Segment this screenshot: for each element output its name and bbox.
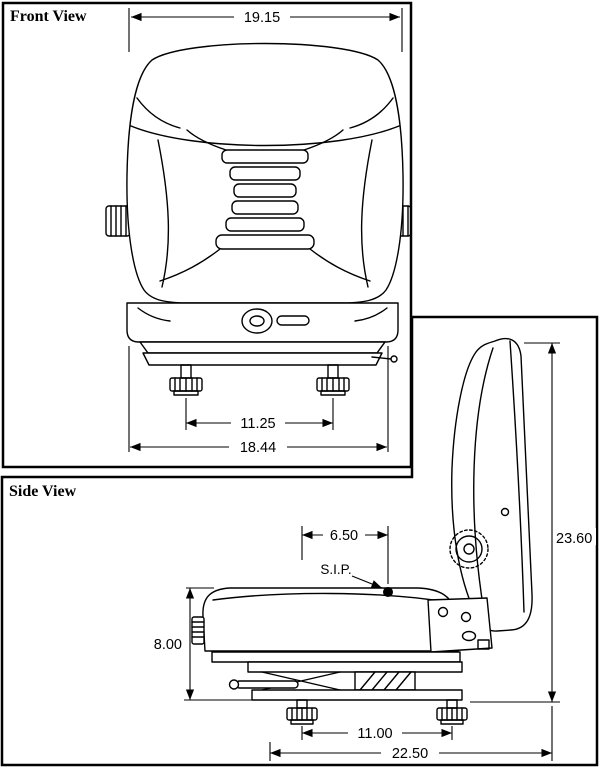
dimension-overall-height: 23.60 [470, 342, 596, 703]
side-view-dimensions: 6.50 23.60 8.00 11.00 [146, 342, 596, 762]
dimension-base-width-label: 18.44 [240, 440, 276, 456]
mount-foot-right [316, 364, 350, 396]
adjust-knob-and-slot [241, 308, 310, 334]
dimension-overall-height-label: 23.60 [556, 531, 592, 547]
headrest-corner-seam-left [136, 97, 181, 129]
side-view-title: Side View [9, 483, 77, 500]
cushion-seam-left [137, 307, 171, 322]
dimension-sip-setback-label: 6.50 [330, 528, 358, 544]
dimension-mount-spacing-front: 11.25 [185, 398, 334, 432]
mount-foot-side-right [436, 699, 468, 725]
front-view-seat-drawing [105, 42, 412, 396]
dimension-mount-spacing-front-label: 11.25 [240, 416, 275, 432]
sip-point-marker [383, 587, 393, 597]
dimension-cushion-height: 8.00 [146, 587, 258, 701]
base-pan [139, 341, 386, 354]
mount-foot-side-left [286, 699, 318, 725]
seat-cushion-front [126, 302, 399, 343]
suspension-frame [211, 651, 463, 701]
height-adjust-handle [228, 679, 299, 690]
dimension-overall-depth-label: 22.50 [392, 746, 428, 762]
dimension-top-width-label: 19.15 [244, 10, 280, 26]
backrest-rear-seam [509, 340, 525, 613]
dimension-mount-spacing-side-label: 11.00 [357, 726, 392, 742]
dimension-base-width: 18.44 [128, 346, 389, 456]
backrest-bolt [500, 507, 510, 517]
sip-label: S.I.P. [320, 562, 351, 577]
dimension-cushion-height-label: 8.00 [154, 637, 182, 653]
lumbar-slats [157, 129, 373, 288]
backrest-front-face-seam [473, 347, 494, 625]
front-view-dimensions: 19.15 11.25 18.44 [128, 8, 403, 456]
recliner-knob [449, 529, 489, 569]
headrest-corner-seam-right [349, 97, 394, 129]
slide-lever-tab [191, 616, 205, 645]
base-rail [142, 352, 383, 366]
dimension-sip-setback: 6.50 [301, 526, 389, 584]
sip-leader-arrow [351, 575, 383, 589]
dimension-top-width: 19.15 [128, 8, 403, 52]
dimension-mount-spacing-side: 11.00 [301, 724, 453, 742]
cushion-top-seam [212, 592, 448, 603]
front-view-title: Front View [10, 8, 87, 25]
side-view-seat-drawing [191, 337, 533, 725]
hinge-bracket [427, 597, 493, 653]
backrest-outline [126, 42, 404, 304]
front-view: Front View [1, 1, 413, 469]
backrest-side-profile [451, 337, 533, 632]
sip-callout: S.I.P. [320, 562, 393, 597]
cushion-seam-right [354, 307, 388, 322]
dimension-overall-depth: 22.50 [269, 706, 553, 762]
side-view: Side View [0, 315, 599, 767]
mount-foot-left [169, 364, 203, 396]
headrest-seam [130, 125, 400, 147]
